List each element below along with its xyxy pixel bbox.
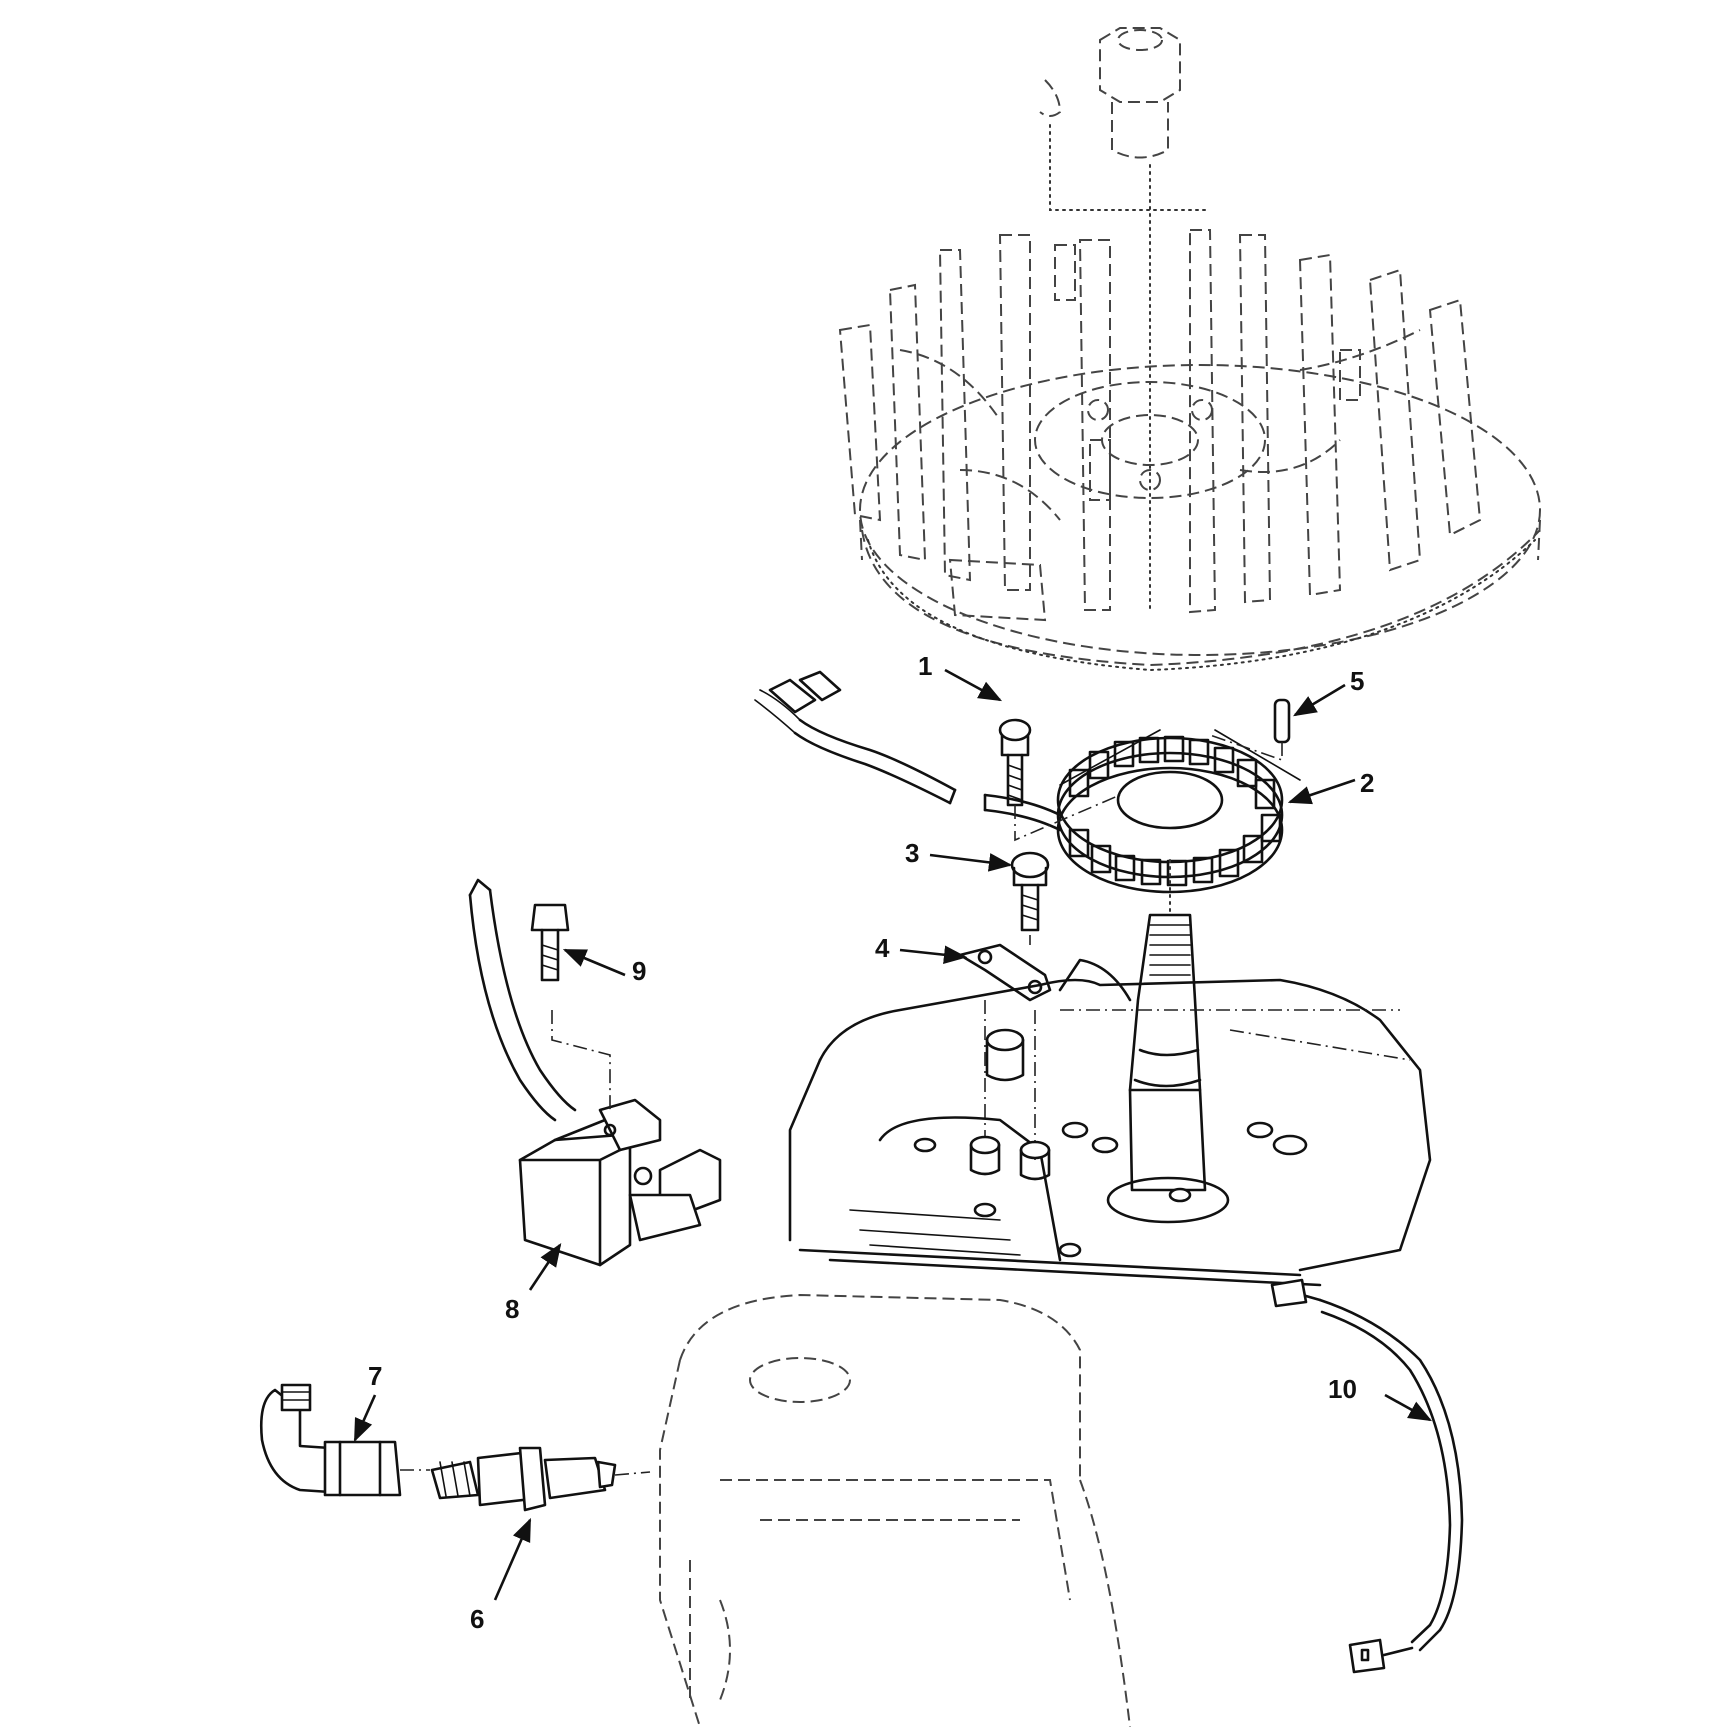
stator-wire-harness — [754, 670, 1062, 832]
flywheel — [838, 229, 1541, 672]
callout-label-1: 1 — [918, 651, 932, 681]
callout-leaders — [353, 668, 1433, 1601]
callout-label-4: 4 — [875, 933, 890, 963]
ignition-coil — [468, 878, 722, 1267]
leader-7 — [353, 1394, 377, 1443]
crankcase — [788, 958, 1432, 1287]
callout-labels: 1 2 3 4 5 6 7 8 9 10 — [368, 651, 1374, 1634]
leader-5 — [1292, 683, 1346, 717]
leader-4 — [899, 945, 968, 965]
stator-screw — [998, 718, 1121, 842]
mounting-bolt — [1010, 851, 1050, 932]
callout-label-5: 5 — [1350, 666, 1364, 696]
leader-8 — [528, 1243, 562, 1291]
ground-wire — [1270, 1278, 1464, 1674]
callout-label-3: 3 — [905, 838, 919, 868]
flywheel-key — [1039, 79, 1062, 117]
leader-3 — [929, 853, 1013, 872]
dowel-pin — [1209, 698, 1291, 762]
cylinder-block — [659, 1293, 1131, 1727]
flywheel-nut — [1099, 27, 1181, 159]
callout-label-9: 9 — [632, 956, 646, 986]
spark-plug — [400, 1446, 651, 1512]
callout-label-7: 7 — [368, 1361, 382, 1391]
leader-1 — [944, 668, 1003, 702]
leader-2 — [1287, 778, 1356, 805]
callout-label-8: 8 — [505, 1294, 519, 1324]
crankshaft — [1106, 859, 1230, 1224]
key-axis-line — [1049, 124, 1211, 211]
stator-assembly — [1056, 729, 1301, 894]
callout-label-6: 6 — [470, 1604, 484, 1634]
coil-bolt — [530, 903, 570, 982]
spark-plug-boot — [260, 1383, 402, 1497]
leader-10 — [1384, 1393, 1433, 1422]
leader-9 — [562, 948, 626, 977]
callout-label-2: 2 — [1360, 768, 1374, 798]
leader-6 — [493, 1517, 532, 1601]
callout-label-10: 10 — [1328, 1374, 1357, 1404]
